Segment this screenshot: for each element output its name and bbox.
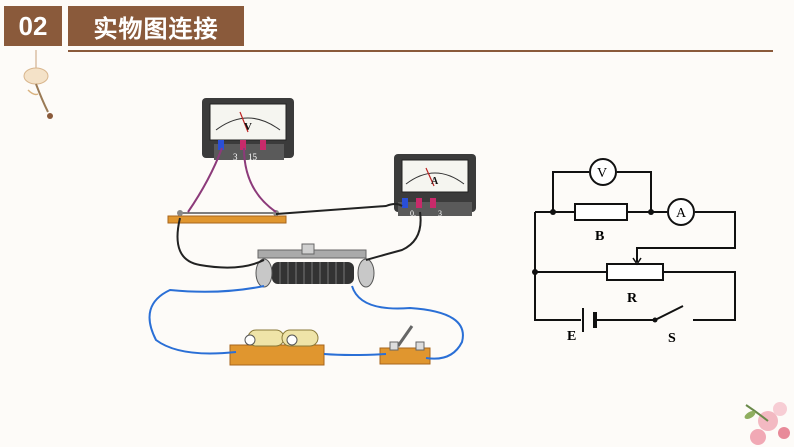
circuit-schematic: V B A R E S <box>532 158 736 346</box>
hanging-ornament-decoration <box>23 50 53 119</box>
ammeter-terminal-0: 0. <box>410 209 416 218</box>
schematic-voltmeter-label: V <box>597 166 607 181</box>
voltmeter-terminal-15: 15 <box>248 152 258 162</box>
ammeter-device: A 0. 3 <box>394 154 476 218</box>
rheostat-device <box>255 243 375 288</box>
ammeter-terminal-3: 3 <box>438 209 442 218</box>
switch-device <box>379 325 431 365</box>
schematic-ammeter: A <box>667 198 695 226</box>
section-number-badge: 02 <box>4 6 62 46</box>
junction-dot <box>550 209 556 215</box>
schematic-rheostat-r: R <box>606 257 664 306</box>
voltmeter-device: V 3 15 <box>202 98 294 162</box>
schematic-rheostat-r-label: R <box>627 291 638 306</box>
voltmeter-terminal-3: 3 <box>233 152 238 162</box>
schematic-ammeter-label: A <box>676 206 687 221</box>
schematic-voltmeter: V <box>589 158 617 186</box>
physical-circuit-illustration: V 3 15 A 0. 3 <box>148 98 476 366</box>
schematic-switch-s: S <box>652 305 684 346</box>
junction-dot <box>648 209 654 215</box>
schematic-resistor-b: B <box>574 203 628 244</box>
section-title: 实物图连接 <box>68 6 244 46</box>
schematic-switch-s-label: S <box>668 331 676 346</box>
battery-box <box>229 329 325 366</box>
resistor-board <box>167 210 287 224</box>
junction-dot <box>532 269 538 275</box>
voltmeter-letter: V <box>244 121 252 133</box>
schematic-battery-e: E <box>567 308 597 344</box>
schematic-battery-e-label: E <box>567 329 576 344</box>
header-divider <box>68 50 773 52</box>
ammeter-letter: A <box>431 176 439 187</box>
flower-decoration <box>744 402 790 445</box>
schematic-resistor-b-label: B <box>595 229 604 244</box>
